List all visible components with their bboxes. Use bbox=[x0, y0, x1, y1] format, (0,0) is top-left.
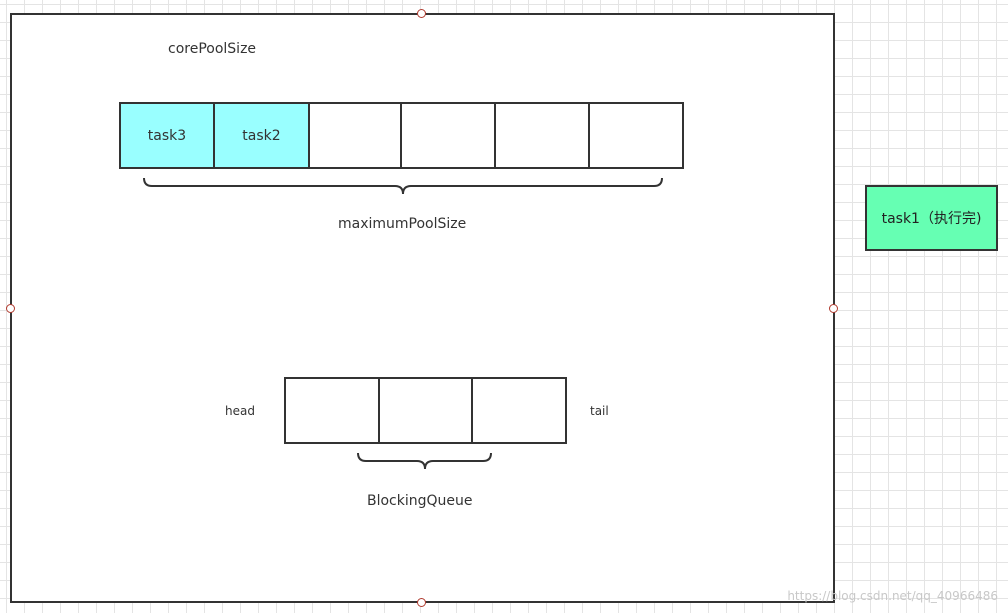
finished-task-box[interactable]: task1（执行完) bbox=[865, 185, 998, 251]
pool-slot-label: task2 bbox=[242, 127, 281, 144]
blocking-queue-slots bbox=[284, 377, 567, 444]
pool-slot[interactable]: task3 bbox=[119, 102, 215, 169]
selection-handle-top[interactable] bbox=[417, 9, 426, 18]
pool-slot[interactable] bbox=[588, 102, 684, 169]
selection-handle-right[interactable] bbox=[829, 304, 838, 313]
pool-slot[interactable]: task2 bbox=[213, 102, 310, 169]
core-pool-size-label: corePoolSize bbox=[168, 41, 257, 57]
queue-head-label: head bbox=[225, 404, 255, 418]
thread-pool-slots: task3 task2 bbox=[119, 102, 684, 169]
watermark: https://blog.csdn.net/qq_40966486 bbox=[787, 589, 998, 603]
pool-slot-label: task3 bbox=[147, 127, 187, 144]
pool-slot[interactable] bbox=[494, 102, 590, 169]
pool-slot[interactable] bbox=[400, 102, 496, 169]
maximum-pool-brace bbox=[143, 177, 663, 195]
queue-slot[interactable] bbox=[471, 377, 567, 444]
maximum-pool-size-label: maximumPoolSize bbox=[338, 216, 467, 232]
selection-handle-left[interactable] bbox=[6, 304, 15, 313]
pool-slot[interactable] bbox=[308, 102, 402, 169]
blocking-queue-label: BlockingQueue bbox=[367, 493, 473, 509]
selection-handle-bottom[interactable] bbox=[417, 598, 426, 607]
blocking-queue-brace bbox=[357, 452, 492, 470]
finished-task-label: task1（执行完) bbox=[881, 211, 982, 227]
queue-slot[interactable] bbox=[284, 377, 380, 444]
queue-slot[interactable] bbox=[378, 377, 473, 444]
queue-tail-label: tail bbox=[590, 404, 609, 418]
